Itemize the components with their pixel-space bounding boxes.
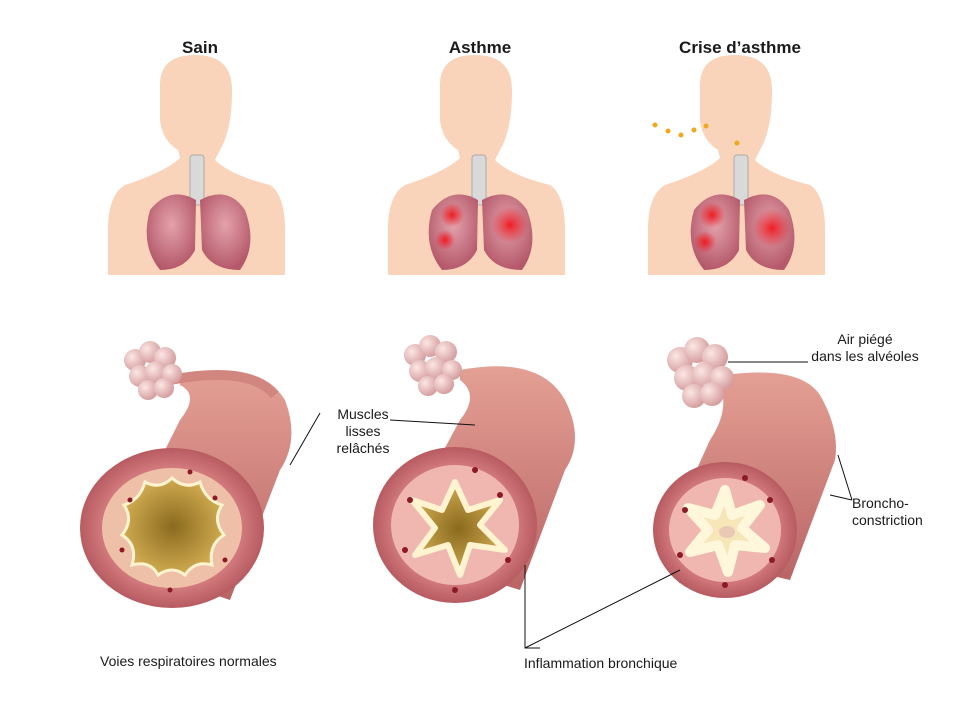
title-asthma-attack: Crise d’asthme bbox=[679, 38, 801, 57]
title-asthma: Asthme bbox=[448, 38, 512, 57]
label-bronchoconstriction: Broncho- constriction bbox=[852, 495, 923, 528]
alveoli-cluster-3 bbox=[667, 337, 734, 408]
label-relaxed-muscles: Muscles lisses relâchés bbox=[336, 406, 390, 456]
title-healthy: Sain bbox=[182, 38, 218, 57]
bronchus-asthma bbox=[373, 335, 575, 603]
label-normal-airways: Voies respiratoires normales bbox=[100, 653, 277, 669]
label-trapped-air: Air piégé dans les alvéoles bbox=[811, 331, 919, 364]
bronchus-normal bbox=[80, 341, 292, 608]
torso-asthma bbox=[388, 55, 565, 275]
torso-healthy bbox=[108, 55, 285, 275]
label-bronchial-inflammation: Inflammation bronchique bbox=[524, 655, 678, 671]
alveoli-cluster-1 bbox=[124, 341, 182, 400]
exhaled-air-dots bbox=[652, 122, 740, 146]
alveoli-cluster-2 bbox=[404, 335, 462, 396]
bronchus-attack bbox=[653, 337, 836, 598]
torso-asthma-attack bbox=[648, 55, 825, 275]
leader-lines bbox=[289, 361, 853, 649]
